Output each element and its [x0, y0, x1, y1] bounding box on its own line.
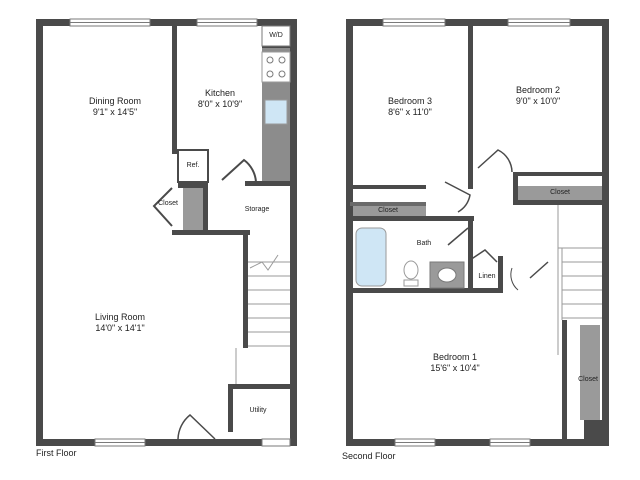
ff-wall-closet-bottom [172, 230, 250, 235]
sf-wall-b2-closet-bottom [513, 200, 609, 205]
room-label-bedroom1: Bedroom 1 15'6" x 10'4" [410, 352, 500, 374]
ff-wall-top [36, 19, 296, 26]
kitchen-dims: 8'0" x 10'9" [197, 98, 243, 109]
sf-closet-b3-top [350, 202, 426, 206]
ff-wall-utility-left [228, 384, 233, 432]
closet-b3-shelf [353, 206, 426, 218]
living-room-dims: 14'0" x 14'1" [95, 322, 145, 333]
closet-b1-label: Closet [578, 376, 598, 383]
bedroom3-name: Bedroom 3 [387, 96, 433, 106]
ff-wall-storage-left [243, 230, 248, 348]
first-floor-plan [36, 19, 297, 446]
closet-b2-shelf [518, 186, 602, 200]
closet-b3-label: Closet [378, 207, 398, 214]
toilet [403, 260, 419, 280]
closet-shelf-ff [183, 188, 203, 230]
dining-room-dims: 9'1" x 14'5" [92, 106, 138, 117]
room-label-living: Living Room 14'0" x 14'1" [65, 312, 175, 334]
sf-wall-left [346, 19, 353, 446]
bath-label: Bath [416, 240, 432, 247]
sf-wall-right [602, 19, 609, 446]
ff-wall-left [36, 19, 43, 446]
ff-wall-utility-top [228, 384, 290, 389]
bedroom1-dims: 15'6" x 10'4" [430, 362, 480, 373]
room-label-bedroom3: Bedroom 3 8'6" x 11'0" [370, 96, 450, 118]
sf-wall-b2-bottom [515, 172, 609, 176]
sf-wall-b2-closet-left [513, 172, 518, 204]
kitchen-name: Kitchen [204, 88, 236, 98]
sf-wall-linen-right [498, 256, 503, 293]
ff-stairs [248, 254, 290, 347]
sf-stairs [557, 205, 602, 355]
living-room-name: Living Room [94, 312, 146, 322]
ff-wall-bottom [36, 439, 297, 446]
ref-label: Ref. [186, 162, 200, 169]
sf-wall-b1-closet-left [562, 320, 567, 439]
sf-wall-top [346, 19, 609, 26]
bedroom3-dims: 8'6" x 11'0" [388, 106, 432, 117]
dining-room-name: Dining Room [88, 96, 142, 106]
ff-wall-right [290, 19, 297, 446]
second-floor-plan [346, 19, 609, 446]
refrigerator [177, 149, 209, 183]
closet-b1-shelf [580, 325, 600, 420]
room-label-kitchen: Kitchen 8'0" x 10'9" [180, 88, 260, 110]
stove [261, 51, 291, 83]
wd-box [261, 25, 291, 47]
sf-wall-b1-corner [584, 420, 609, 446]
ff-closet-label: Closet [158, 200, 178, 207]
room-label-bedroom2: Bedroom 2 9'0" x 10'0" [498, 85, 578, 107]
storage-label: Storage [244, 206, 270, 213]
ff-wall-storage-top [245, 181, 290, 186]
ff-wall-closet-top [178, 183, 208, 188]
ff-wall-kitchen-left [172, 19, 177, 154]
sf-wall-b3-bottom [346, 185, 426, 189]
bedroom1-name: Bedroom 1 [432, 352, 478, 362]
first-floor-caption: First Floor [36, 448, 77, 458]
linen-label: Linen [478, 273, 496, 280]
wd-label: W/D [269, 32, 283, 39]
first-floor-details [69, 18, 291, 447]
sf-wall-bath-bottom [346, 288, 503, 293]
sf-wall-b3-closet-bottom [346, 216, 474, 221]
ff-wall-wd [262, 45, 290, 49]
ff-window-utility [261, 438, 291, 447]
bedroom2-name: Bedroom 2 [515, 85, 561, 95]
second-floor-details [355, 18, 602, 447]
utility-label: Utility [249, 407, 267, 414]
ff-wall-closet-right [203, 183, 208, 235]
sf-wall-bottom [346, 439, 609, 446]
bathtub [355, 227, 387, 287]
second-floor-caption: Second Floor [342, 451, 396, 461]
closet-b2-label: Closet [550, 189, 570, 196]
room-label-dining: Dining Room 9'1" x 14'5" [70, 96, 160, 118]
sf-wall-bath-right [468, 216, 473, 290]
kitchen-sink [264, 99, 288, 125]
bedroom2-dims: 9'0" x 10'0" [515, 95, 561, 106]
sf-wall-b3-b2 [468, 19, 473, 189]
